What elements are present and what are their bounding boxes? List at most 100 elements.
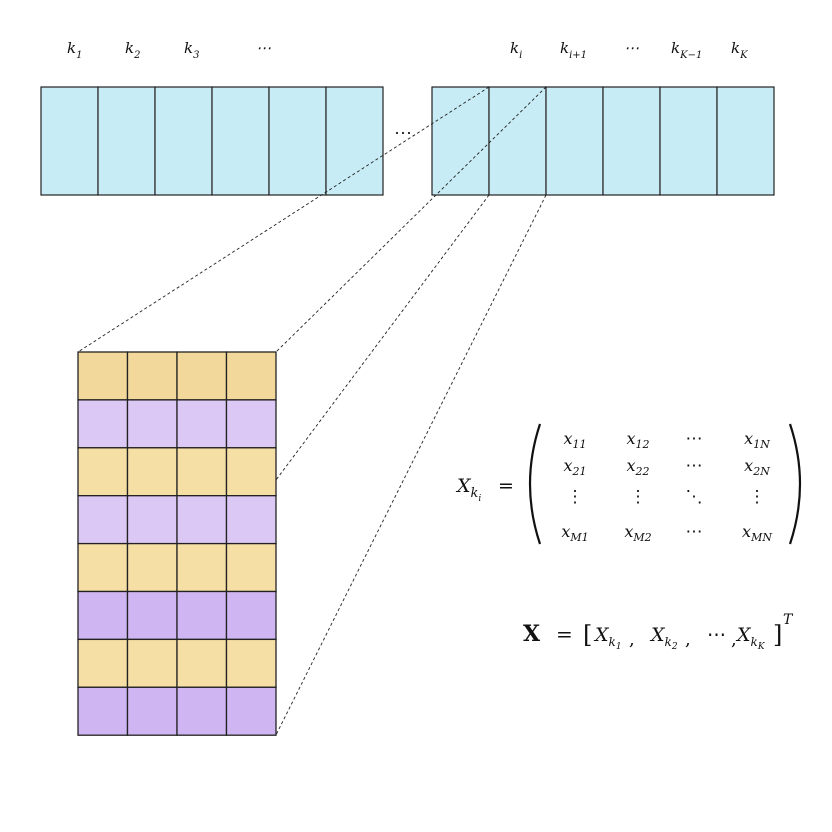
grid-cell-r5-c3 — [225, 590, 277, 641]
vector-equals: = — [556, 622, 573, 646]
left-block-2 — [154, 86, 213, 196]
grid-cell-r3-c3 — [225, 495, 277, 545]
matrix-lhs-subsub: i — [478, 494, 481, 504]
grid-cell-r5-c2 — [176, 590, 228, 641]
zoom-line-a — [77, 86, 490, 353]
vector-comma-0: , — [629, 629, 635, 650]
top-label-left-1-sub: 2 — [133, 50, 140, 61]
grid-cell-r4-c3 — [225, 542, 277, 593]
matrix-entry-r1-c3: x2N — [744, 456, 770, 478]
vector-term-0: Xk1 — [593, 624, 622, 652]
grid-cell-r3-c2 — [176, 495, 228, 545]
matrix-entry-r0-c2: ⋯ — [686, 429, 703, 449]
matrix-entry-sub: MN — [750, 531, 772, 544]
top-label-left-0: k1 — [67, 39, 82, 61]
grid-cell-r3-c0 — [77, 495, 129, 545]
block-strip-right — [431, 86, 775, 196]
grid-cell-r7-c3 — [225, 686, 277, 736]
zoom-line-b — [275, 86, 547, 353]
vector-term-sub: k — [665, 635, 672, 649]
block-strip-left — [40, 86, 384, 196]
matrix-entry-r2-c1: ⋮ — [630, 487, 647, 507]
vector-term-3: XkK — [735, 624, 766, 652]
matrix-entry-r3-c0: xM1 — [561, 522, 588, 544]
matrix-entry-sub: M2 — [632, 531, 651, 544]
grid-cell-r1-c2 — [176, 399, 228, 449]
grid-cell-r1-c1 — [126, 399, 178, 449]
vector-equation: X=[Xk1,Xk2,⋯,XkK]T — [523, 612, 794, 652]
grid-cell-r7-c1 — [126, 686, 178, 736]
right-block-4 — [659, 86, 718, 196]
matrix-lhs-sub: k — [471, 486, 479, 501]
grid-cell-r2-c3 — [225, 447, 277, 497]
grid-cell-r6-c0 — [77, 638, 129, 688]
matrix-entry-r2-c0: ⋮ — [567, 487, 584, 507]
top-label-right-3-sub: K−1 — [679, 50, 702, 61]
grid-cell-r4-c2 — [176, 542, 228, 593]
matrix-entry-r0-c3: x1N — [744, 429, 770, 451]
matrix-entry-r2-c3: ⋮ — [749, 487, 766, 507]
matrix-entry-sub: 21 — [572, 465, 587, 478]
grid-cell-r7-c0 — [77, 686, 129, 736]
grid-cell-r3-c1 — [126, 495, 178, 545]
matrix-lhs: Xki — [455, 475, 481, 504]
vector-term-sub: k — [751, 635, 758, 649]
matrix-equals: = — [498, 475, 514, 497]
grid-cell-r4-c0 — [77, 542, 129, 593]
zoom-line-d — [275, 194, 547, 736]
top-labels-left: k1 k2 k3 ⋯ — [67, 39, 271, 61]
top-label-left-2: k3 — [184, 39, 199, 61]
matrix-entry-sub: M1 — [569, 531, 588, 544]
matrix-paren-left — [528, 423, 542, 545]
vector-term-sub: k — [609, 635, 616, 649]
left-block-1 — [97, 86, 156, 196]
grid-cell-r2-c2 — [176, 447, 228, 497]
vector-open-bracket: [ — [583, 621, 592, 649]
left-block-0 — [40, 86, 99, 196]
grid-cell-r6-c1 — [126, 638, 178, 688]
left-block-5 — [325, 86, 384, 196]
vector-term-1: Xk2 — [649, 624, 678, 652]
zoom-line-c — [275, 194, 490, 481]
matrix-entry-r0-c1: x12 — [626, 429, 649, 451]
right-block-1 — [488, 86, 547, 196]
top-label-right-1: ki+1 — [560, 39, 587, 61]
top-label-right-3: kK−1 — [671, 39, 702, 61]
right-block-0 — [431, 86, 490, 196]
vector-lhs: X — [523, 621, 541, 647]
grid-cell-r2-c0 — [77, 447, 129, 497]
matrix-entry-r3-c2: ⋯ — [686, 522, 703, 542]
gap-ellipsis: ⋯ — [394, 123, 412, 144]
right-block-5 — [716, 86, 775, 196]
matrix-entry-r2-c2: ⋱ — [686, 487, 703, 507]
top-label-left-3: ⋯ — [256, 39, 271, 57]
grid-cell-r1-c0 — [77, 399, 129, 449]
top-label-right-1-sub: i+1 — [569, 50, 587, 61]
top-label-right-4-sub: K — [739, 50, 748, 61]
matrix-entry-r3-c1: xM2 — [624, 522, 651, 544]
top-label-left-2-sub: 3 — [193, 50, 199, 61]
top-label-right-4: kK — [731, 39, 748, 61]
vector-term-subsub: 2 — [671, 642, 678, 652]
matrix-entry-r3-c3: xMN — [742, 522, 772, 544]
top-label-right-2: ⋯ — [624, 39, 639, 57]
zoom-lines — [77, 86, 547, 736]
grid-cell-r1-c3 — [225, 399, 277, 449]
matrix-entry-sub: 22 — [635, 465, 650, 478]
grid-cell-r0-c2 — [176, 351, 228, 401]
grid-cell-r0-c1 — [126, 351, 178, 401]
matrix-entry-sub: 1N — [753, 438, 770, 451]
grid-cell-r5-c0 — [77, 590, 129, 641]
matrix-entry-sub: 2N — [752, 465, 770, 478]
top-label-right-0: ki — [510, 39, 522, 61]
top-label-left-1: k2 — [125, 39, 140, 61]
matrix-entry-r1-c1: x22 — [626, 456, 649, 478]
grid-cell-r7-c2 — [176, 686, 228, 736]
matrix-paren-right — [788, 423, 802, 545]
right-block-2 — [545, 86, 604, 196]
grid-cell-r0-c0 — [77, 351, 129, 401]
matrix-entry-r1-c2: ⋯ — [686, 456, 703, 476]
top-label-right-0-sub: i — [519, 50, 522, 61]
top-labels-right: ki ki+1 ⋯ kK−1 kK — [510, 39, 748, 61]
grid-cell-r6-c2 — [176, 638, 228, 688]
